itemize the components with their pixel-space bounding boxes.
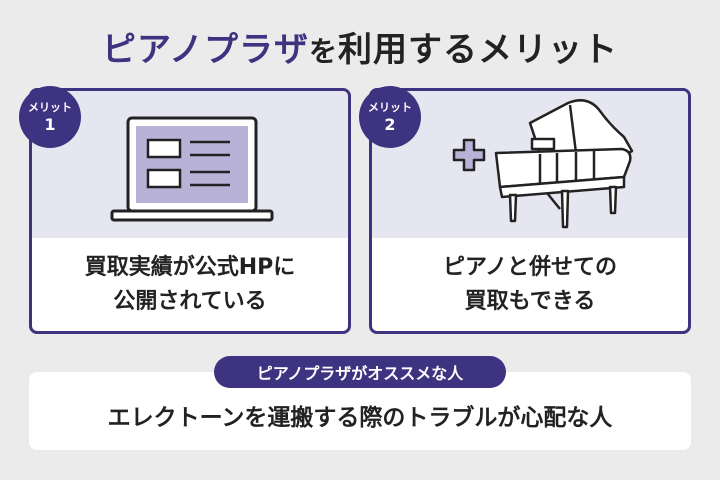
merit-illustration-1 (32, 91, 348, 238)
merit-badge-label: メリット (368, 101, 412, 114)
grand-piano-icon (494, 99, 634, 229)
merit-illustration-2 (372, 91, 688, 238)
merit-badge-number: 2 (384, 115, 396, 134)
title-brand: ピアノプラザ (102, 30, 309, 70)
merit-caption-line: 買取実績が公式HPに (84, 254, 296, 280)
merit-caption-1: 買取実績が公式HPに 公開されている (32, 238, 348, 331)
plus-icon (452, 138, 486, 172)
merit-badge-1: メリット 1 (19, 86, 81, 148)
merit-caption-line: 買取もできる (464, 288, 596, 314)
laptop-icon (110, 116, 274, 222)
merit-card-2: ピアノと併せての 買取もできる (369, 88, 691, 334)
merit-caption-line: 公開されている (113, 288, 267, 314)
merit-caption-2: ピアノと併せての 買取もできる (372, 238, 688, 331)
merit-badge-number: 1 (44, 115, 56, 134)
merit-caption-line: ピアノと併せての (442, 254, 618, 280)
title-particle: を (308, 35, 338, 68)
grand-piano-illustration (452, 99, 634, 229)
recommend-text: エレクトーンを運搬する際のトラブルが心配な人 (107, 405, 613, 431)
recommend-pill: ピアノプラザがオススメな人 (214, 356, 506, 388)
merit-badge-label: メリット (28, 101, 72, 114)
merit-badge-2: メリット 2 (359, 86, 421, 148)
title-rest: 利用するメリット (337, 30, 618, 70)
merit-card-1: 買取実績が公式HPに 公開されている (29, 88, 351, 334)
page-title: ピアノプラザを利用するメリット (0, 22, 720, 71)
